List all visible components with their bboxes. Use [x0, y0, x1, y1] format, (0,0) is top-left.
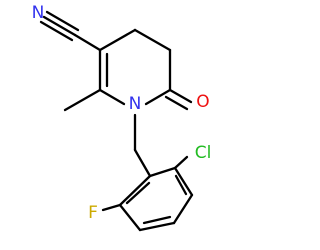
- bond-ph-5: [118, 203, 142, 232]
- nitrile-nitrogen-label: N: [32, 3, 45, 23]
- bond-carbonyl-1: [168, 88, 193, 104]
- bond-c2-n: [144, 88, 172, 106]
- carbonyl-oxygen-label: O: [196, 92, 209, 112]
- bond-carbonyl-2: [164, 95, 189, 111]
- ring-nitrogen-label: N: [129, 94, 142, 114]
- chlorine-label: Cl: [195, 143, 212, 163]
- bond-methyl: [63, 88, 102, 112]
- fluorine-label: F: [88, 203, 98, 223]
- bond-c4-c3: [133, 28, 172, 52]
- bond-ph-2: [173, 166, 194, 197]
- bond-c-ring: [73, 33, 102, 52]
- bond-ph-inner-1: [174, 174, 188, 196]
- bond-ph-6: [118, 174, 152, 207]
- molecule-diagram: N N O Cl F: [32, 3, 212, 232]
- bond-n-c6: [98, 88, 126, 106]
- bond-ph-4: [138, 221, 176, 232]
- bond-ch2-ph: [133, 148, 152, 178]
- bond-ph-inner-2: [142, 215, 172, 225]
- bond-c-f: [101, 203, 122, 212]
- bond-ph-inner-3: [125, 181, 151, 205]
- bond-cn-triple-2: [39, 20, 74, 42]
- bond-c-cl: [173, 155, 189, 170]
- atom-labels: N N O Cl F: [32, 3, 212, 223]
- bond-ph-1: [148, 166, 177, 178]
- bond-c5-c4: [98, 28, 137, 52]
- structure-svg: N N O Cl F: [32, 3, 212, 232]
- bonds: [39, 10, 194, 232]
- bond-cn-triple-3: [45, 10, 80, 32]
- bond-cn-triple-1: [42, 15, 77, 37]
- bond-ph-3: [172, 193, 194, 225]
